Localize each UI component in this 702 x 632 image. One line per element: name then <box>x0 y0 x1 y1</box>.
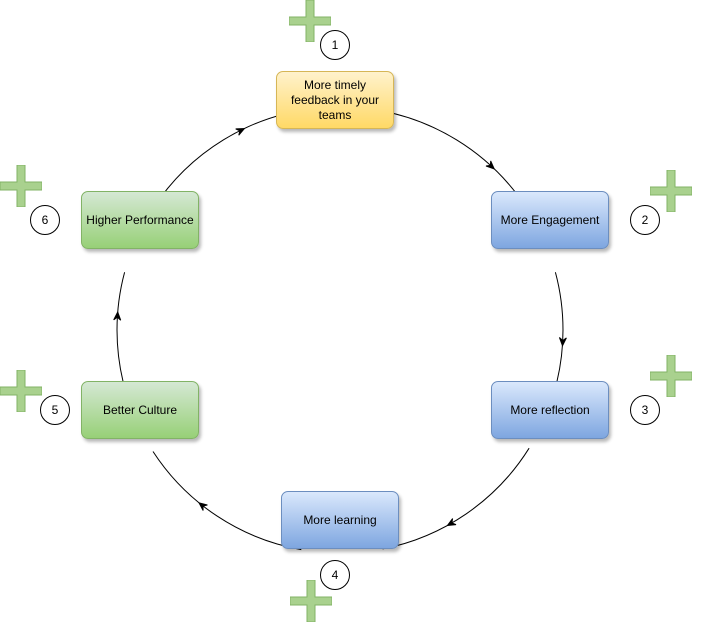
node-more-reflection[interactable]: More reflection <box>491 381 609 439</box>
connector-n5-n6 <box>116 272 126 388</box>
connector-n4-n5 <box>152 451 302 551</box>
badge-number: 6 <box>41 213 49 227</box>
arrowhead-n6-n1 <box>235 127 246 136</box>
node-label: More timely feedback in your teams <box>290 77 380 122</box>
node-higher-performance[interactable]: Higher Performance <box>81 191 199 249</box>
node-more-engagement[interactable]: More Engagement <box>491 191 609 249</box>
plus-icon <box>0 165 42 207</box>
plus-icon <box>289 0 331 42</box>
node-better-culture[interactable]: Better Culture <box>81 381 199 439</box>
badge-number: 4 <box>331 568 339 582</box>
plus-icon <box>650 170 692 212</box>
connector-n2-n3 <box>554 272 564 388</box>
node-label: More learning <box>303 512 377 527</box>
step-badge-3: 3 <box>630 395 660 425</box>
connector-n3-n4 <box>382 447 530 550</box>
step-badge-2: 2 <box>630 205 660 235</box>
arrowhead-n1-n2 <box>485 160 496 170</box>
badge-number: 2 <box>641 213 649 227</box>
plus-icon <box>0 370 42 412</box>
plus-icon <box>290 580 332 622</box>
arrowhead-n4-n5 <box>198 502 208 511</box>
step-badge-5: 5 <box>40 395 70 425</box>
arrowhead-n3-n4 <box>446 518 457 527</box>
step-badge-1: 1 <box>320 30 350 60</box>
plus-icon <box>650 355 692 397</box>
arrowhead-n5-n6 <box>113 310 122 321</box>
node-label: More reflection <box>510 402 590 417</box>
badge-number: 1 <box>331 38 339 52</box>
badge-number: 5 <box>51 403 59 417</box>
node-label: Better Culture <box>102 402 178 417</box>
node-label: More Engagement <box>500 212 600 227</box>
node-label: Higher Performance <box>86 212 194 227</box>
badge-number: 3 <box>641 403 649 417</box>
node-timely-feedback[interactable]: More timely feedback in your teams <box>276 71 394 129</box>
step-badge-4: 4 <box>320 560 350 590</box>
arrowhead-n2-n3 <box>558 337 567 347</box>
step-badge-6: 6 <box>30 205 60 235</box>
node-more-learning[interactable]: More learning <box>281 491 399 549</box>
